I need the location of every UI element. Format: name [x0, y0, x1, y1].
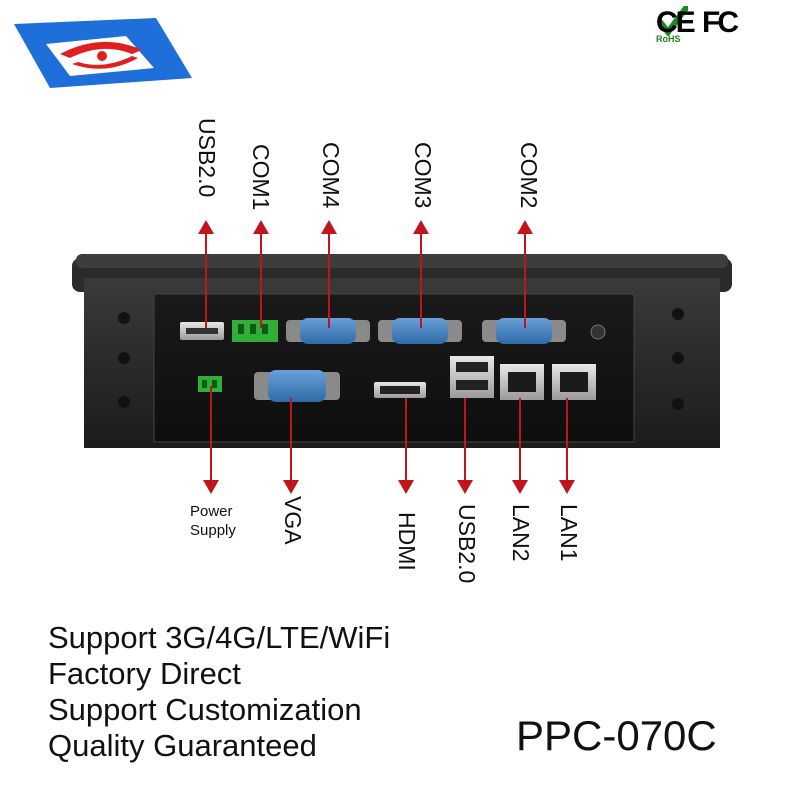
label-supply: Supply — [190, 522, 236, 539]
label-com2: COM2 — [516, 142, 542, 209]
label-com1: COM1 — [248, 144, 274, 211]
label-usb-top: USB2.0 — [194, 118, 220, 198]
brand-logo-icon — [6, 14, 196, 94]
arrow-vga — [290, 398, 292, 482]
feature-list: Support 3G/4G/LTE/WiFi Factory Direct Su… — [48, 620, 390, 764]
feature-item: Factory Direct — [48, 656, 241, 691]
arrow-power — [210, 386, 212, 482]
model-number: PPC-070C — [516, 712, 717, 759]
arrow-lan1 — [566, 398, 568, 482]
arrow-usb-top — [205, 226, 207, 328]
feature-item: Support 3G/4G/LTE/WiFi — [48, 620, 391, 655]
label-power-supply: Power Supply — [190, 502, 236, 540]
label-com3: COM3 — [410, 142, 436, 209]
rohs-label: RoHS — [656, 34, 681, 44]
device-rear-panel — [72, 254, 732, 450]
ce-mark: CE — [656, 6, 696, 39]
fc-mark: FC — [702, 6, 739, 39]
certifications: CE FC RoHS — [656, 5, 796, 46]
label-hdmi: HDMI — [394, 512, 420, 571]
label-power: Power — [190, 503, 233, 520]
feature-item: Quality Guaranteed — [48, 728, 317, 763]
feature-item: Support Customization — [48, 692, 362, 727]
label-lan1: LAN1 — [556, 504, 582, 562]
arrow-com3 — [420, 226, 422, 328]
label-usb-bottom: USB2.0 — [454, 504, 480, 584]
label-com4: COM4 — [318, 142, 344, 209]
rohs-icon: RoHS — [656, 5, 689, 44]
label-lan2: LAN2 — [508, 504, 534, 562]
arrow-usb-bottom — [464, 398, 466, 482]
arrow-hdmi — [405, 398, 407, 482]
arrow-com1 — [260, 226, 262, 328]
arrow-com2 — [524, 226, 526, 328]
arrow-lan2 — [519, 398, 521, 482]
label-vga: VGA — [280, 496, 306, 545]
arrow-com4 — [328, 226, 330, 328]
